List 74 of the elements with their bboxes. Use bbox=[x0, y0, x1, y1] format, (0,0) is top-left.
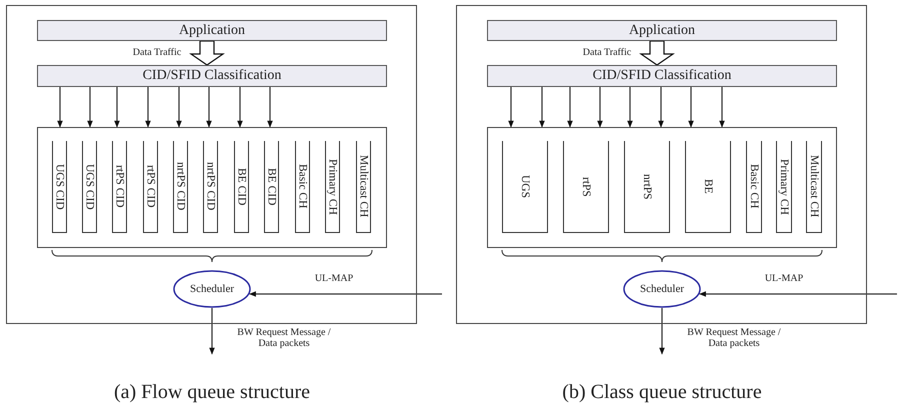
queue-label: Basic CH bbox=[748, 164, 760, 209]
layer-bar bbox=[487, 65, 837, 87]
queue-label: BE CID bbox=[266, 168, 278, 206]
queue-slot bbox=[356, 141, 371, 233]
arrow bbox=[508, 86, 514, 128]
queue-slot bbox=[82, 141, 97, 233]
hollow-arrow bbox=[639, 40, 675, 66]
queue-slot bbox=[685, 141, 731, 233]
scheduler-label: Scheduler bbox=[640, 283, 684, 295]
queue-label: nrtPS CID bbox=[174, 162, 186, 211]
arrow bbox=[688, 86, 694, 128]
arrow bbox=[57, 86, 63, 128]
queue-group-box bbox=[487, 127, 837, 248]
queue-label: UGS bbox=[519, 174, 531, 198]
arrow bbox=[627, 86, 633, 128]
queue-slot bbox=[776, 141, 792, 233]
arrow bbox=[567, 86, 573, 128]
layer-label: CID/SFID Classification bbox=[592, 68, 732, 84]
queue-slot bbox=[234, 141, 249, 233]
layer-bar bbox=[487, 20, 837, 41]
arrow bbox=[539, 86, 545, 128]
panel-frame bbox=[456, 5, 867, 324]
layer-label: CID/SFID Classification bbox=[142, 68, 282, 84]
queue-label: UGS CID bbox=[84, 164, 96, 210]
arrow bbox=[114, 86, 120, 128]
queue-label: rtPS CID bbox=[144, 165, 156, 208]
arrow bbox=[176, 86, 182, 128]
queue-label: nrtPS bbox=[641, 174, 653, 200]
arrow bbox=[237, 86, 243, 128]
layer-label: Application bbox=[628, 22, 696, 38]
queue-slot bbox=[52, 141, 67, 233]
arrow bbox=[87, 86, 93, 128]
arrow bbox=[659, 308, 665, 355]
layer-bar bbox=[37, 20, 387, 41]
arrow bbox=[206, 86, 212, 128]
arrow bbox=[248, 291, 442, 297]
scheduler-label: Scheduler bbox=[190, 283, 234, 295]
queue-label: BE CID bbox=[236, 168, 248, 206]
arrow bbox=[719, 86, 725, 128]
arrow bbox=[267, 86, 273, 128]
layer-bar bbox=[37, 65, 387, 87]
queue-label: UGS CID bbox=[54, 164, 66, 210]
queue-label: Primary CH bbox=[326, 158, 338, 214]
queue-slot bbox=[502, 141, 548, 233]
queue-slot bbox=[563, 141, 609, 233]
queue-slot bbox=[203, 141, 218, 233]
queue-label: BE bbox=[702, 179, 714, 194]
caption: (a) Flow queue structure bbox=[114, 382, 310, 402]
queue-label: nrtPS CID bbox=[204, 162, 216, 211]
queue-label: Multicast CH bbox=[358, 155, 370, 218]
queue-slot bbox=[112, 141, 127, 233]
queue-slot bbox=[143, 141, 158, 233]
layer-label: Application bbox=[178, 22, 246, 38]
queue-slot bbox=[746, 141, 762, 233]
panel-frame bbox=[6, 5, 417, 324]
queue-group-box bbox=[37, 127, 387, 248]
caption: (b) Class queue structure bbox=[562, 382, 762, 402]
hollow-arrow bbox=[189, 40, 225, 66]
arrow bbox=[145, 86, 151, 128]
arrow bbox=[597, 86, 603, 128]
queue-slot bbox=[806, 141, 822, 233]
queue-label: Primary CH bbox=[778, 158, 790, 214]
queue-slot bbox=[325, 141, 340, 233]
queue-slot bbox=[624, 141, 670, 233]
arrow bbox=[698, 291, 898, 297]
queue-label: rtPS CID bbox=[114, 165, 126, 208]
queue-slot bbox=[264, 141, 279, 233]
arrow bbox=[209, 308, 215, 355]
queue-label: rtPS bbox=[580, 176, 592, 196]
queue-slot bbox=[173, 141, 188, 233]
arrow bbox=[658, 86, 664, 128]
queue-label: Basic CH bbox=[296, 164, 308, 209]
queue-slot bbox=[295, 141, 310, 233]
queue-label: Multicast CH bbox=[808, 155, 820, 218]
